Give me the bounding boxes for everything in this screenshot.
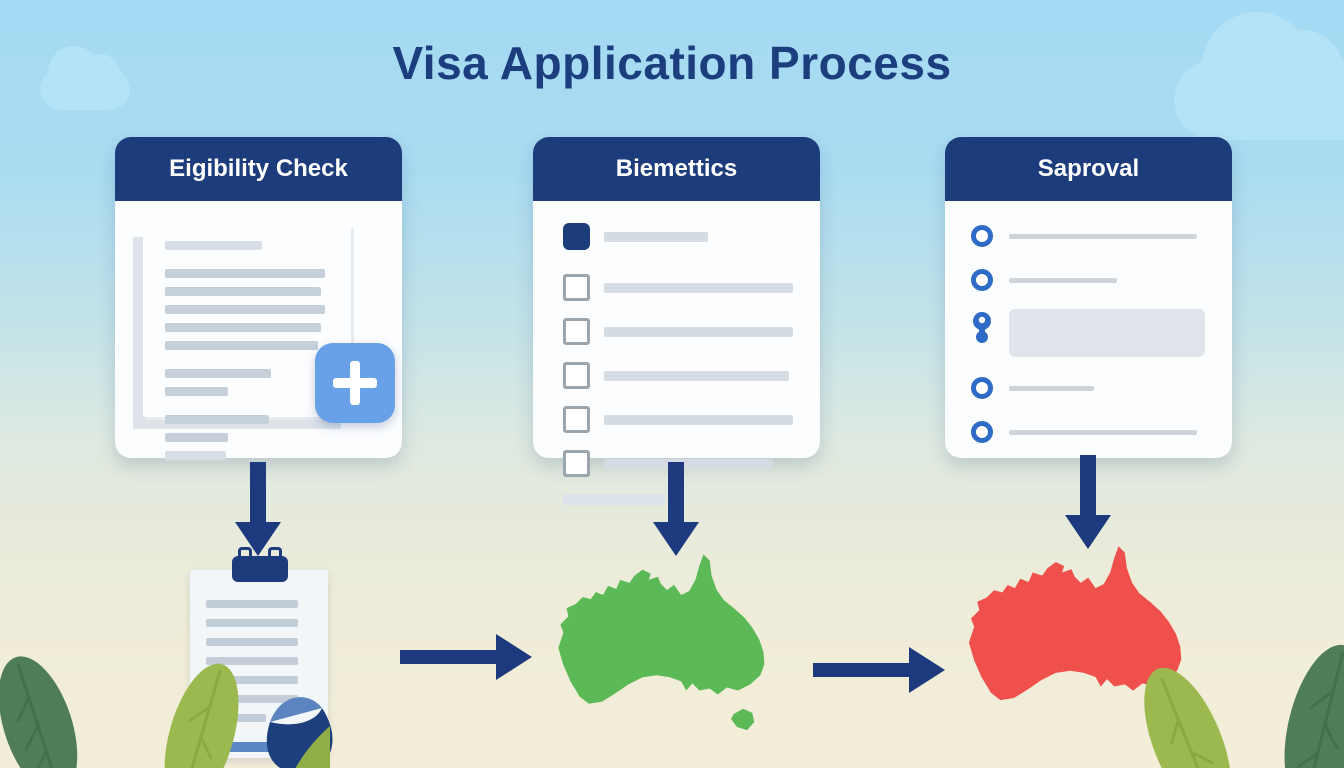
- step-card-approval: Saproval: [945, 137, 1232, 458]
- document-illustration: [115, 201, 402, 460]
- australia-map-green: [558, 554, 765, 731]
- down-arrow-icon: [653, 462, 699, 556]
- checklist-illustration: [533, 201, 820, 505]
- checkbox-icon: [563, 406, 590, 433]
- step-card-eligibility: Eigibility Check: [115, 137, 402, 460]
- key-icon: [973, 312, 991, 343]
- document-icon: [133, 225, 395, 460]
- down-arrow-icon: [235, 462, 281, 556]
- page-title: Visa Application Process: [392, 37, 952, 89]
- checkbox-checked-icon: [563, 223, 590, 250]
- step-label: Saproval: [1037, 155, 1140, 182]
- checkbox-icon: [563, 274, 590, 301]
- radio-icon: [971, 421, 993, 443]
- right-arrow-icon: [813, 647, 945, 693]
- cloud-icon: [1174, 12, 1344, 140]
- radio-icon: [971, 269, 993, 291]
- highlighted-field: [1009, 309, 1205, 357]
- step-label: Biemettics: [615, 155, 738, 182]
- radio-icon: [971, 377, 993, 399]
- radio-icon: [971, 225, 993, 247]
- checkbox-icon: [563, 362, 590, 389]
- step-card-biometrics: Biemettics: [533, 137, 820, 505]
- right-arrow-icon: [400, 634, 532, 680]
- cloud-icon: [40, 46, 130, 110]
- checkbox-icon: [563, 318, 590, 345]
- step-card-header: Biemettics: [533, 137, 820, 201]
- clipboard-clip: [232, 547, 288, 582]
- leaf-decoration: [1144, 644, 1344, 768]
- down-arrow-icon: [1065, 455, 1111, 549]
- leaf-decoration: [0, 656, 330, 768]
- radio-list-illustration: [945, 201, 1232, 482]
- step-label: Eigibility Check: [169, 155, 348, 182]
- plus-icon: [315, 343, 395, 423]
- step-card-header: Saproval: [945, 137, 1232, 201]
- checkbox-icon: [563, 450, 590, 477]
- clipboard-footer-bar: [198, 742, 274, 752]
- step-card-header: Eigibility Check: [115, 137, 402, 201]
